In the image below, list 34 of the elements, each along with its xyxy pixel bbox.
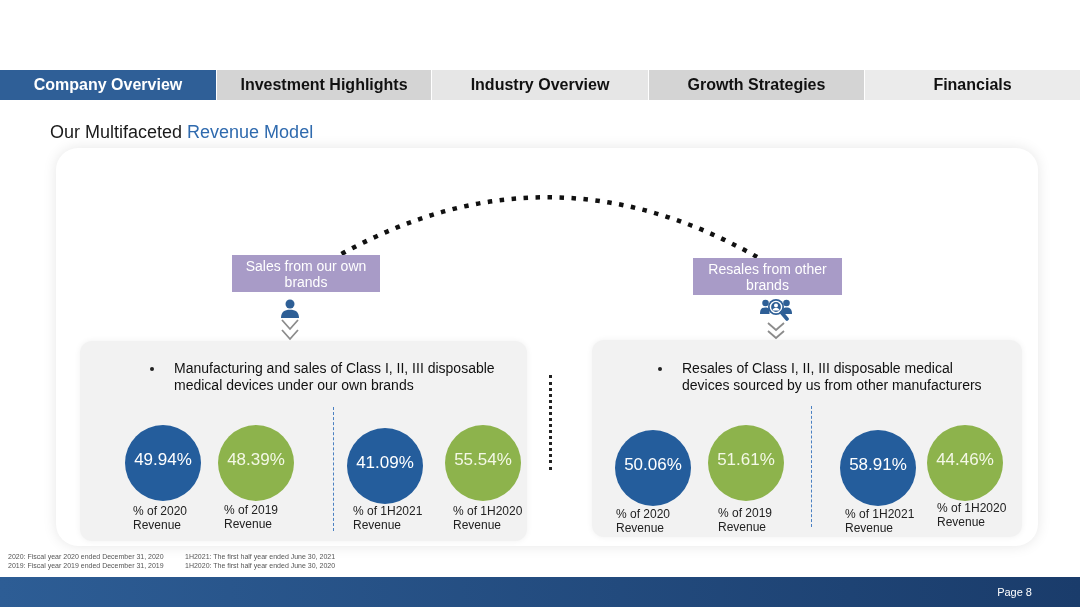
chevron-arrow [281, 319, 299, 341]
bullet-text: Manufacturing and sales of Class I, II, III disposable medical devices under our own brands [174, 360, 496, 394]
info-panel [80, 341, 527, 541]
node-label: % of 1H2021 Revenue [845, 507, 916, 535]
node-label: % of 1H2020 Revenue [453, 504, 524, 532]
nav-tab: Growth Strategies [649, 70, 864, 100]
bullet-text: Resales of Class I, II, III disposable medical devices sourced by us from other manufacturers [682, 360, 983, 394]
info-panel [592, 340, 1022, 537]
node-label: % of 2019 Revenue [224, 503, 280, 531]
person-icon [280, 299, 300, 318]
nav-tab: Industry Overview [432, 70, 648, 100]
percentage-circle: 49.94% [125, 425, 201, 501]
node-label: % of 2020 Revenue [616, 507, 672, 535]
category-box: Resales from other brands [693, 258, 842, 295]
percentage-circle: 41.09% [347, 428, 423, 504]
percentage-circle: 50.06% [615, 430, 691, 506]
page-number: Page 8 [997, 586, 1032, 598]
percentage-circle: 44.46% [927, 425, 1003, 501]
node-label: % of 1H2020 Revenue [937, 501, 1008, 529]
dotted-connector [340, 195, 759, 259]
chevron-arrow [767, 322, 785, 340]
node-label: % of 1H2021 Revenue [353, 504, 424, 532]
nav-tab: Financials [865, 70, 1080, 100]
node-label: % of 2020 Revenue [133, 504, 189, 532]
nav-tab: Company Overview [0, 70, 216, 100]
category-box: Sales from our own brands [232, 255, 380, 292]
node-label: % of 2019 Revenue [718, 506, 774, 534]
percentage-circle: 55.54% [445, 425, 521, 501]
people-search-icon [760, 298, 792, 321]
slide-title: Our Multifaceted Revenue Model [50, 122, 314, 143]
percentage-circle: 51.61% [708, 425, 784, 501]
percentage-circle: 48.39% [218, 425, 294, 501]
percentage-circle: 58.91% [840, 430, 916, 506]
nav-tab: Investment Highlights [217, 70, 431, 100]
